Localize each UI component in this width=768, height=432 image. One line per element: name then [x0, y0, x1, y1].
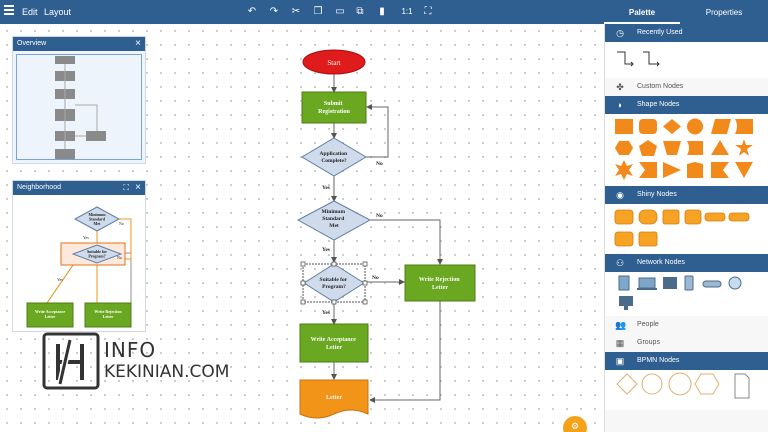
- start-node[interactable]: Start: [302, 49, 366, 75]
- edge-style-icon[interactable]: [617, 51, 634, 67]
- watermark-line2: KEKINIAN.COM: [104, 362, 230, 382]
- tab-palette[interactable]: Palette: [604, 0, 680, 24]
- overview-thumbnails: [55, 56, 106, 159]
- svg-text:Application Complete?: Application Complete?: [320, 151, 349, 164]
- clock-icon: ◷: [616, 28, 624, 38]
- network-icon: ⚇: [615, 258, 625, 268]
- suitable-program-decision[interactable]: Suitable for Program?: [300, 261, 368, 305]
- palette-panel: ◷ Recently Used ✤ Custom Nodes ◗ Shape N…: [604, 24, 768, 432]
- rejection-letter-node[interactable]: Write Rejection Letter: [404, 264, 476, 302]
- svg-text:No: No: [117, 255, 122, 260]
- svg-text:Yes: Yes: [83, 235, 89, 240]
- shape-nodes-grid: [605, 114, 768, 186]
- shiny-icon: ◉: [616, 190, 624, 200]
- shape-nodes-header[interactable]: ◗ Shape Nodes: [605, 96, 768, 114]
- overview-title: Overview: [17, 40, 47, 47]
- tab-properties[interactable]: Properties: [705, 8, 743, 17]
- shiny-node-items[interactable]: [614, 209, 750, 247]
- custom-nodes-row[interactable]: ✤ Custom Nodes: [605, 78, 768, 96]
- letter-label: Letter: [326, 395, 342, 401]
- svg-text:No: No: [119, 221, 124, 226]
- application-complete-decision[interactable]: Application Complete?: [301, 137, 367, 177]
- overview-panel: Overview ×: [12, 36, 146, 164]
- recently-used-items: [605, 42, 768, 78]
- neighborhood-close-icon[interactable]: ×: [135, 182, 141, 193]
- people-row[interactable]: 👥 People: [605, 316, 768, 334]
- cut-icon[interactable]: ✂: [291, 6, 301, 17]
- edge-label-no-1: No: [376, 161, 383, 167]
- zoom-original-button[interactable]: 1:1: [401, 7, 413, 16]
- overview-close-icon[interactable]: ×: [135, 38, 141, 49]
- bpmn-nodes-header[interactable]: ▣ BPMN Nodes: [605, 352, 768, 370]
- svg-text:Write Rejection Letter: Write Rejection Letter: [419, 277, 461, 291]
- network-nodes-header[interactable]: ⚇ Network Nodes: [605, 254, 768, 272]
- submit-label-1: Submit: [324, 101, 343, 107]
- duplicate-icon[interactable]: ⧉: [356, 6, 364, 17]
- overview-header: Overview ×: [13, 37, 145, 51]
- bpmn-nodes-grid: [605, 370, 768, 410]
- overview-minimap[interactable]: [13, 51, 145, 163]
- bpmn-node-items[interactable]: [616, 372, 750, 399]
- edge-label-yes-1: Yes: [322, 185, 330, 191]
- overview-viewport[interactable]: [16, 54, 142, 160]
- briefcase-icon: ▣: [615, 356, 625, 366]
- edge-style-icon-2[interactable]: [643, 51, 660, 67]
- shape-node-items[interactable]: [615, 118, 753, 181]
- edge-label-no-2: No: [376, 213, 383, 219]
- svg-text:Minimum Standard: Minimum Standard Met: [322, 209, 347, 229]
- settings-fab-button[interactable]: ⚙: [563, 416, 587, 432]
- flow-edges: [331, 74, 443, 403]
- svg-text:Yes: Yes: [57, 277, 63, 282]
- puzzle-icon: ✤: [616, 82, 624, 92]
- start-label: Start: [327, 59, 340, 67]
- menu-layout[interactable]: Layout: [44, 7, 72, 17]
- acceptance-letter-node[interactable]: Write Acceptance Letter: [299, 323, 369, 363]
- redo-icon[interactable]: ↷: [269, 6, 279, 17]
- hamburger-menu-icon[interactable]: [4, 5, 14, 15]
- flowchart: Start Submit Registration Application Co…: [296, 49, 476, 419]
- neighborhood-header: Neighborhood ⛶ ×: [13, 181, 145, 195]
- shape-icon: ◗: [617, 100, 623, 110]
- svg-text:Write Acceptance Lette: Write Acceptance Letter: [311, 337, 358, 351]
- submit-registration-node[interactable]: Submit Registration: [301, 91, 367, 124]
- shiny-nodes-grid: [605, 204, 768, 254]
- diagram-canvas[interactable]: Start Submit Registration Application Co…: [0, 24, 604, 432]
- neighborhood-title: Neighborhood: [17, 184, 61, 191]
- network-node-items[interactable]: [618, 275, 742, 310]
- shiny-nodes-header[interactable]: ◉ Shiny Nodes: [605, 186, 768, 204]
- fit-content-icon[interactable]: ⛶: [424, 6, 432, 17]
- paste-icon[interactable]: ▭: [335, 6, 345, 17]
- undo-icon[interactable]: ↶: [247, 6, 257, 17]
- groups-icon: ▦: [615, 338, 625, 348]
- minimum-standard-decision[interactable]: Minimum Standard Met: [296, 200, 372, 241]
- copy-icon[interactable]: ❐: [313, 6, 323, 17]
- watermark-line1: INFO: [104, 338, 157, 362]
- network-nodes-grid: [605, 272, 768, 316]
- submit-label-2: Registration: [318, 109, 350, 115]
- svg-text:Submit Registration: Submit Registration: [318, 101, 350, 115]
- groups-row[interactable]: ▦ Groups: [605, 334, 768, 352]
- menu-edit[interactable]: Edit: [22, 7, 38, 17]
- edge-label-no-3: No: [372, 275, 379, 281]
- top-toolbar: Edit Layout ↶ ↷ ✂ ❐ ▭ ⧉ ▮ 1:1 ⛶ Palette …: [0, 0, 768, 24]
- recently-used-header[interactable]: ◷ Recently Used: [605, 24, 768, 42]
- letter-document-node[interactable]: Letter: [299, 379, 369, 419]
- svg-text:Suitable for Program?: Suitable for Program?: [320, 277, 349, 290]
- edge-label-yes-2: Yes: [322, 247, 330, 253]
- people-icon: 👥: [615, 320, 627, 330]
- edge-label-yes-3: Yes: [322, 310, 330, 316]
- delete-icon[interactable]: ▮: [379, 6, 385, 17]
- expand-icon[interactable]: ⛶: [123, 183, 129, 192]
- selection-handles[interactable]: [300, 261, 368, 305]
- watermark-logo: INFO KEKINIAN.COM: [42, 332, 252, 394]
